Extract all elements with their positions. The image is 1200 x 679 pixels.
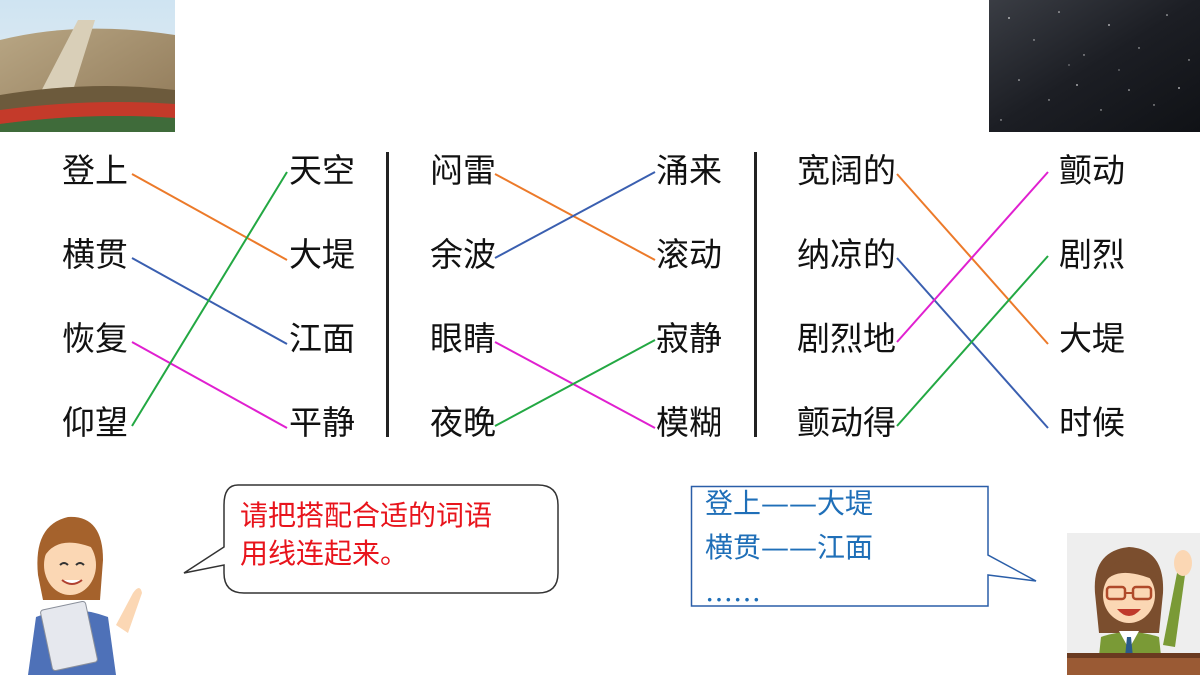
match-line <box>896 255 1049 427</box>
left-word: 横贯 <box>62 235 128 274</box>
match-line <box>896 171 1049 343</box>
left-word: 颤动得 <box>797 403 896 442</box>
left-word: 剧烈地 <box>797 319 896 358</box>
river-embankment-photo <box>0 0 175 132</box>
match-line <box>896 173 1049 345</box>
match-line <box>896 257 1049 429</box>
match-line <box>131 171 288 427</box>
match-line <box>494 171 656 259</box>
example-line: 登上——大堤 <box>705 487 874 520</box>
left-word: 夜晚 <box>430 403 496 442</box>
right-word: 天空 <box>289 151 355 190</box>
example-line: …… <box>705 575 761 608</box>
match-line <box>131 257 288 345</box>
right-word: 滚动 <box>656 235 722 274</box>
right-word: 颤动 <box>1059 151 1125 190</box>
right-word: 模糊 <box>656 403 722 442</box>
right-word: 大堤 <box>1059 319 1125 358</box>
left-word: 眼睛 <box>430 319 496 358</box>
teacher-illustration <box>18 505 148 675</box>
instruction-text: 请把搭配合适的词语 用线连起来。 <box>240 497 492 573</box>
left-word: 仰望 <box>62 403 128 442</box>
left-word: 纳凉的 <box>797 235 896 274</box>
example-text: 登上——大堤 横贯——江面 …… <box>705 482 873 614</box>
left-word: 登上 <box>62 151 128 190</box>
match-line <box>494 341 656 429</box>
right-word: 寂静 <box>656 319 722 358</box>
right-word: 江面 <box>289 319 355 358</box>
left-word: 闷雷 <box>430 151 496 190</box>
match-line <box>494 173 656 261</box>
match-line <box>494 339 656 427</box>
student-illustration <box>1067 533 1200 675</box>
night-sky-photo <box>989 0 1200 132</box>
right-word: 涌来 <box>656 151 722 190</box>
example-callout-box <box>690 485 1037 607</box>
match-line <box>131 173 288 261</box>
left-word: 余波 <box>430 235 496 274</box>
right-word: 时候 <box>1059 403 1125 442</box>
instruction-line: 用线连起来。 <box>240 537 409 570</box>
right-word: 平静 <box>289 403 355 442</box>
match-line <box>131 341 288 429</box>
instruction-line: 请把搭配合适的词语 <box>240 499 493 532</box>
right-word: 剧烈 <box>1059 235 1125 274</box>
teacher-speech-bubble <box>183 484 559 594</box>
group-separator <box>754 152 757 437</box>
left-word: 宽阔的 <box>797 151 896 190</box>
example-line: 横贯——江面 <box>705 531 874 564</box>
right-word: 大堤 <box>289 235 355 274</box>
group-separator <box>386 152 389 437</box>
left-word: 恢复 <box>62 319 128 358</box>
